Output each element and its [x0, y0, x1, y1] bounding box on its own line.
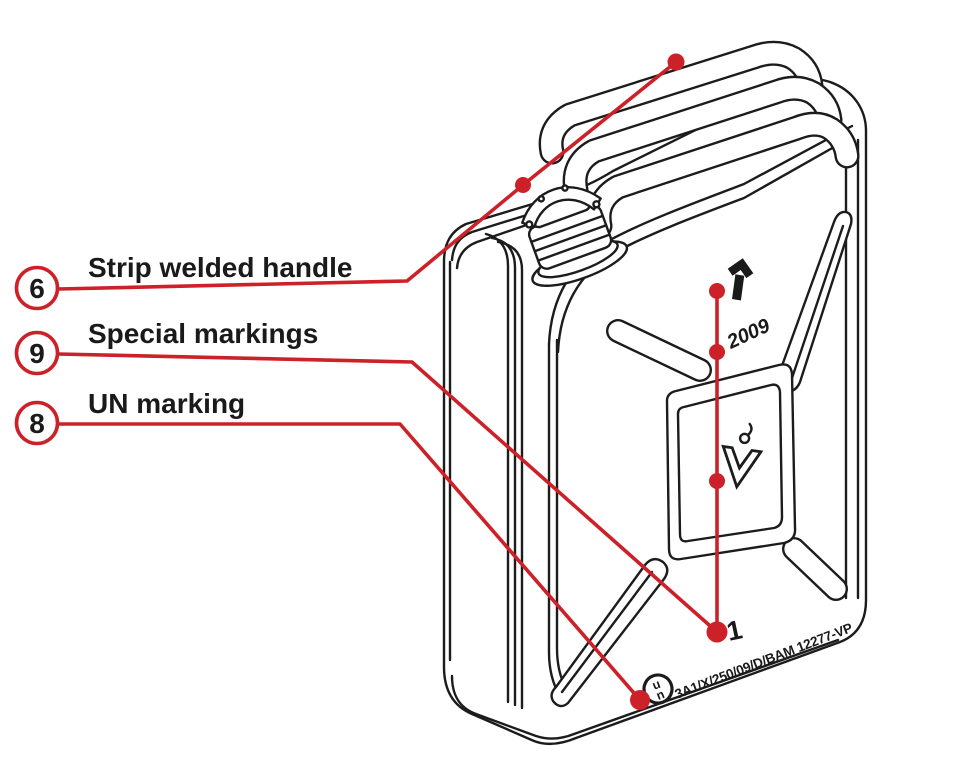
callout-badge-6 [14, 265, 60, 311]
callout-badge-8 [14, 400, 60, 446]
callout-overlay: 6 Strip welded handle 9 Special markings… [14, 53, 728, 710]
handle-middle [562, 75, 843, 203]
front-panel-recess [550, 210, 853, 708]
top-left-shoulder-inner2 [455, 217, 546, 270]
callout-label-9: Special markings [88, 318, 318, 349]
callout-dot [709, 344, 725, 360]
callout-label-6: Strip welded handle [88, 252, 352, 283]
bottom-rim-line [450, 638, 840, 740]
strip-welded-handles [538, 40, 860, 239]
handle-rear [538, 40, 824, 165]
callout-dot [515, 177, 531, 193]
callout-dot [709, 283, 725, 299]
callout-un-marking: 8 UN marking [14, 388, 650, 710]
top-left-shoulder-inner [450, 204, 558, 262]
callout-dot [630, 690, 650, 710]
filler-cap [521, 184, 629, 287]
callout-strip-welded-handle: 6 Strip welded handle [14, 53, 685, 311]
up-arrow-icon [727, 258, 754, 301]
callout-special-markings: 9 Special markings [14, 283, 728, 643]
side-seam-lines [484, 232, 524, 710]
callout-number-8: 8 [29, 408, 45, 439]
callout-label-8: UN marking [88, 388, 245, 419]
callout-dot [709, 473, 725, 489]
callout-dot [706, 621, 728, 643]
callout-dot [667, 53, 685, 71]
v-logo-icon [721, 422, 764, 490]
callout-badge-9 [14, 330, 60, 376]
handle-front [586, 111, 860, 239]
quantity-marking: 1 [724, 614, 745, 646]
recess-center-panel-inner [676, 383, 784, 543]
callout-number-6: 6 [29, 273, 45, 304]
callout-number-9: 9 [29, 338, 45, 369]
